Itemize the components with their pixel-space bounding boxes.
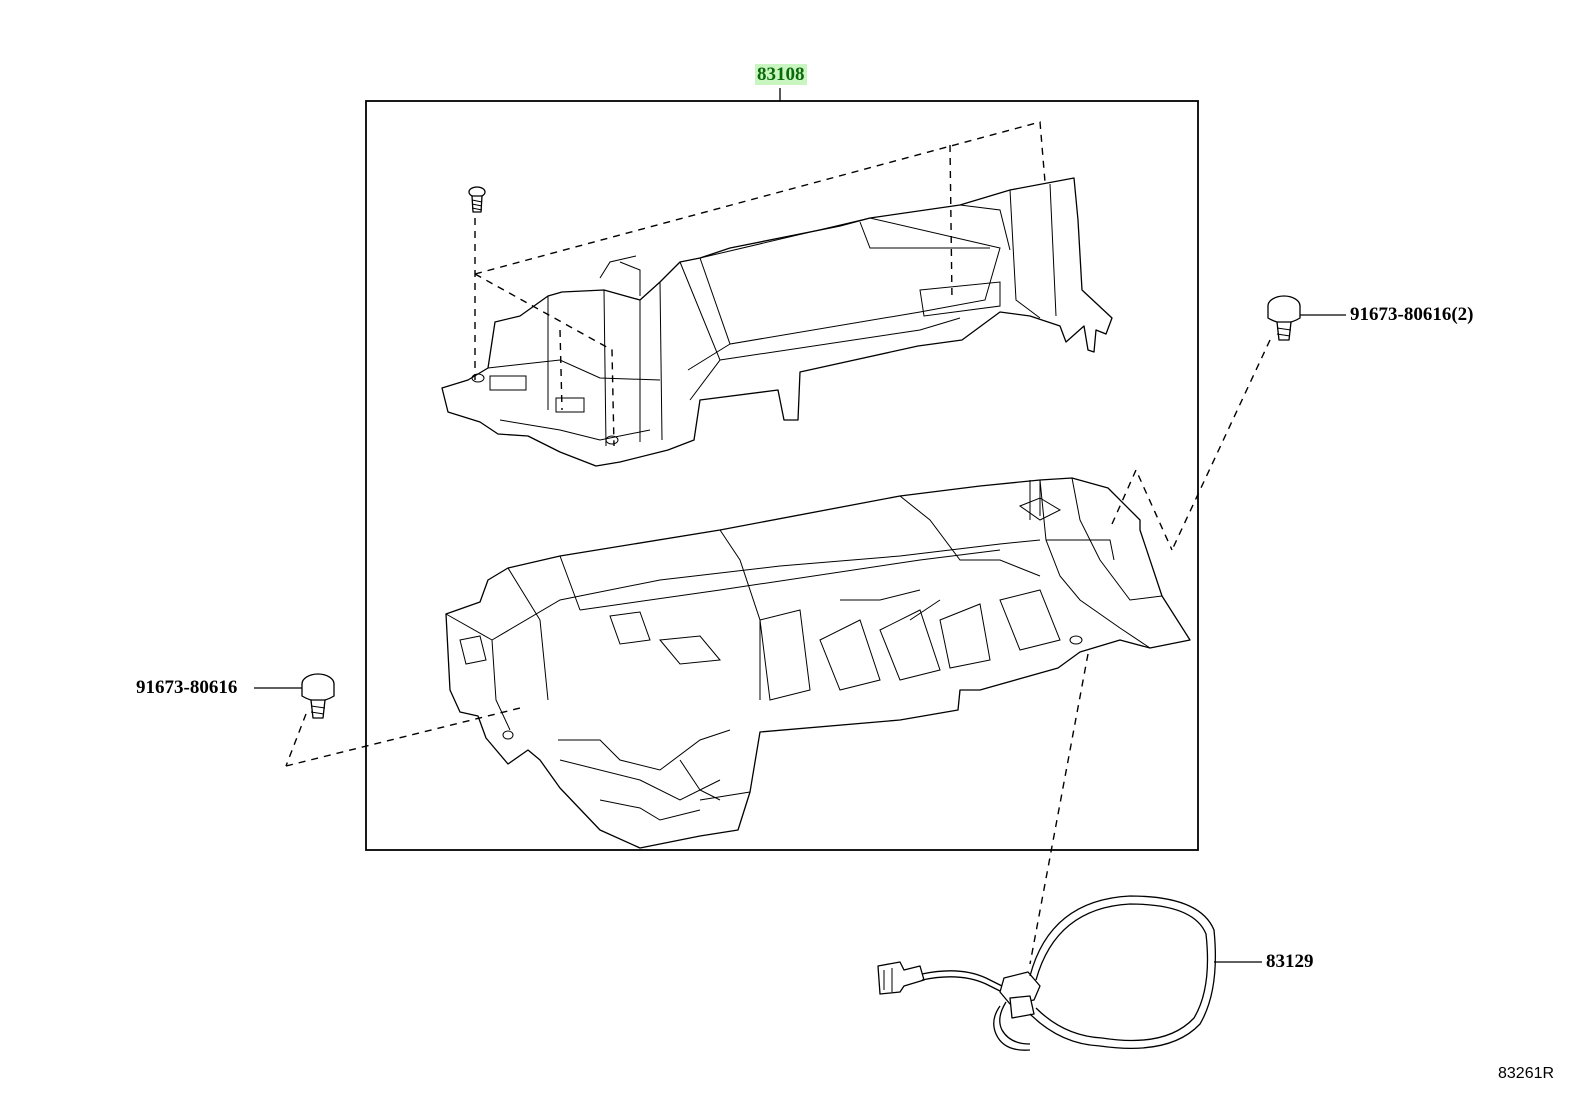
guide-line [1111, 468, 1173, 551]
diagram-code: 83261R [1498, 1065, 1555, 1082]
guide-line [474, 121, 1046, 275]
label-assembly[interactable]: 83108 [755, 64, 807, 85]
bolt-right [1267, 295, 1301, 341]
label-wire[interactable]: 83129 [1266, 951, 1314, 972]
guide-line [285, 707, 521, 767]
assembly-frame [365, 100, 1199, 851]
guide-line [559, 329, 563, 411]
small-screw [468, 186, 486, 213]
guide-line [1171, 339, 1271, 551]
lower-housing [445, 477, 1191, 849]
guide-line [285, 713, 307, 767]
bolt-left [301, 673, 335, 719]
upper-cover [441, 177, 1113, 467]
label-screw-left[interactable]: 91673-80616 [136, 677, 238, 698]
guide-line [1029, 653, 1089, 965]
label-screw-right[interactable]: 91673-80616(2) [1350, 304, 1474, 325]
wire-harness [877, 895, 1217, 1051]
guide-line [474, 273, 615, 447]
